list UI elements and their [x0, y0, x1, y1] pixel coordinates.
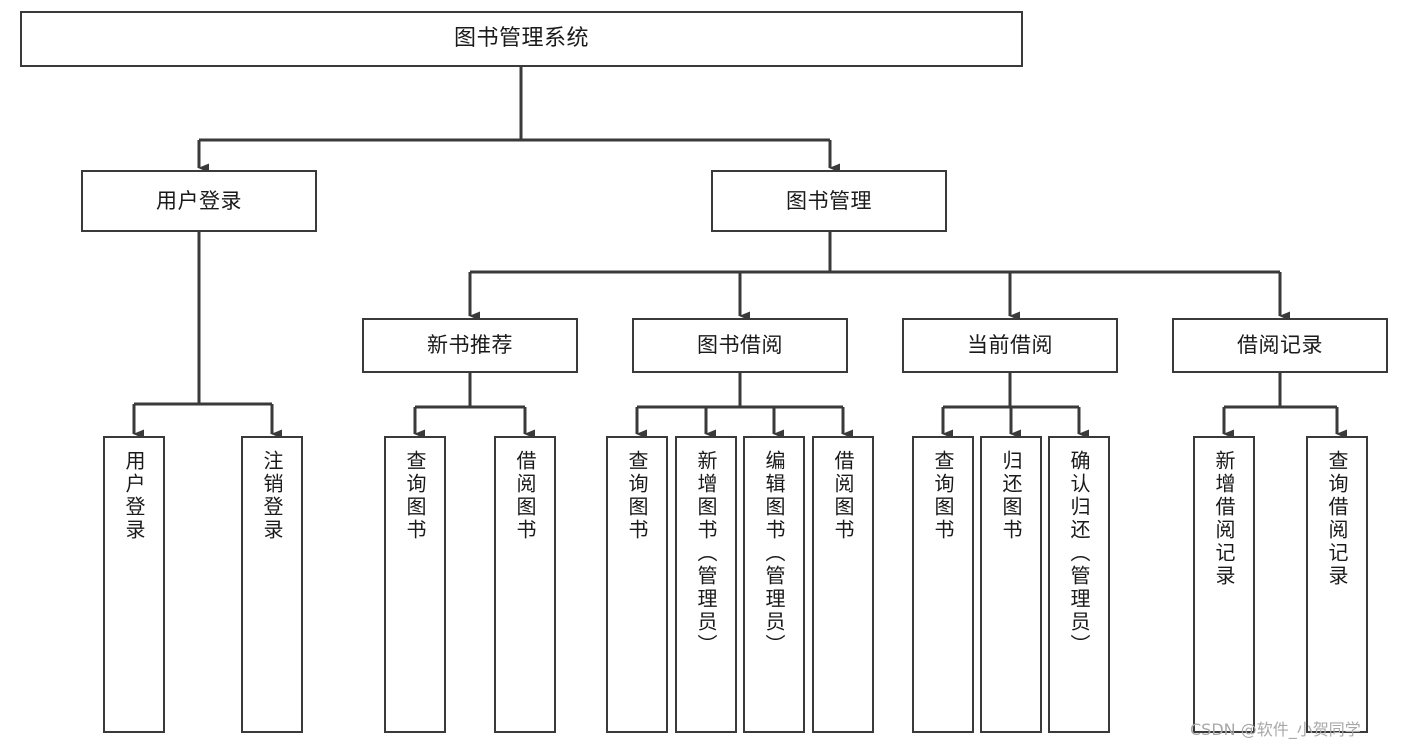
- node-book-management[interactable]: 图书管理: [711, 170, 947, 232]
- node-label: 借阅图书: [831, 450, 855, 542]
- node-label: 图书管理: [786, 188, 872, 213]
- node-label: 借阅记录: [1237, 333, 1323, 358]
- node-label: 查询图书: [931, 450, 955, 542]
- node-label: 确认归还（管理员）: [1067, 450, 1091, 657]
- node-current-borrowing[interactable]: 当前借阅: [902, 318, 1118, 373]
- node-leaf-query-book-1[interactable]: 查询图书: [384, 436, 446, 733]
- node-label: 新增借阅记录: [1212, 450, 1236, 588]
- node-leaf-add-book[interactable]: 新增图书（管理员）: [675, 436, 737, 733]
- node-leaf-query-borrow-record[interactable]: 查询借阅记录: [1306, 436, 1368, 733]
- node-leaf-borrow-book-1[interactable]: 借阅图书: [494, 436, 556, 733]
- node-label: 新书推荐: [427, 333, 513, 358]
- node-leaf-return-book[interactable]: 归还图书: [980, 436, 1042, 733]
- node-label: 编辑图书（管理员）: [762, 450, 786, 657]
- node-new-book-recommendation[interactable]: 新书推荐: [362, 318, 578, 373]
- node-label: 当前借阅: [967, 333, 1053, 358]
- csdn-watermark: CSDN @软件_小贺同学: [1190, 720, 1361, 739]
- node-label: 查询图书: [625, 450, 649, 542]
- node-label: 用户登录: [122, 450, 146, 542]
- node-leaf-query-book-2[interactable]: 查询图书: [606, 436, 668, 733]
- node-label: 图书管理系统: [453, 26, 589, 52]
- node-user-login[interactable]: 用户登录: [81, 170, 317, 232]
- node-label: 图书借阅: [697, 333, 783, 358]
- node-label: 用户登录: [156, 188, 242, 213]
- node-label: 归还图书: [999, 450, 1023, 542]
- node-label: 查询图书: [403, 450, 427, 542]
- node-leaf-confirm-return[interactable]: 确认归还（管理员）: [1048, 436, 1110, 733]
- node-leaf-edit-book[interactable]: 编辑图书（管理员）: [743, 436, 805, 733]
- node-leaf-user-login[interactable]: 用户登录: [103, 436, 165, 733]
- node-leaf-add-borrow-record[interactable]: 新增借阅记录: [1193, 436, 1255, 733]
- node-label: 新增图书（管理员）: [694, 450, 718, 657]
- node-leaf-borrow-book-2[interactable]: 借阅图书: [812, 436, 874, 733]
- node-root-system[interactable]: 图书管理系统: [20, 11, 1023, 67]
- node-label: 查询借阅记录: [1325, 450, 1349, 588]
- node-label: 注销登录: [260, 450, 284, 542]
- node-leaf-query-book-3[interactable]: 查询图书: [912, 436, 974, 733]
- node-borrow-records[interactable]: 借阅记录: [1172, 318, 1388, 373]
- node-label: 借阅图书: [513, 450, 537, 542]
- node-book-borrowing[interactable]: 图书借阅: [632, 318, 848, 373]
- node-leaf-user-logout[interactable]: 注销登录: [241, 436, 303, 733]
